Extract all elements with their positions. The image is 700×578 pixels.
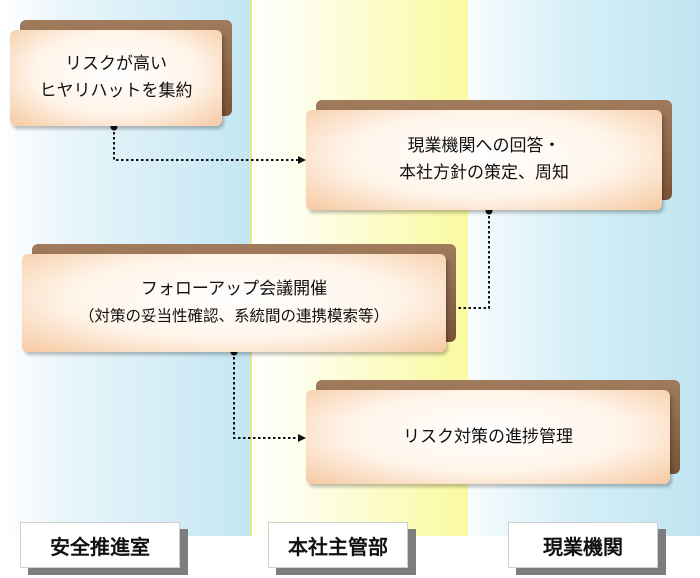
box-progress-line1: リスク対策の進捗管理 bbox=[403, 426, 573, 447]
box-reply-line2: 本社方針の策定、周知 bbox=[399, 163, 569, 183]
box-reply-and-policy: 現業機関への回答・ 本社方針の策定、周知 bbox=[306, 100, 672, 210]
arrow-collect-to-reply bbox=[110, 123, 306, 164]
box-progress-management: リスク対策の進捗管理 bbox=[306, 380, 680, 484]
lane-label-head-office-dept: 本社主管部 bbox=[268, 522, 416, 575]
lane-label-safety-office: 安全推進室 bbox=[20, 522, 188, 575]
lane-label-head-office-dept-text: 本社主管部 bbox=[268, 522, 408, 568]
lane-label-field-organization-text: 現業機関 bbox=[508, 522, 658, 568]
box-collect-near-misses: リスクが高い ヒヤリハットを集約 bbox=[10, 20, 232, 126]
box-followup-line2: （対策の妥当性確認、系統間の連携模索等） bbox=[78, 307, 389, 325]
box-reply-line1: 現業機関への回答・ bbox=[407, 136, 561, 156]
box-collect-line2: ヒヤリハットを集約 bbox=[39, 81, 193, 101]
arrow-followup-to-progress bbox=[230, 348, 306, 442]
box-collect-line1: リスクが高い bbox=[65, 54, 167, 74]
box-followup-meeting: フォローアップ会議開催 （対策の妥当性確認、系統間の連携模索等） bbox=[22, 244, 456, 352]
lane-label-safety-office-text: 安全推進室 bbox=[20, 522, 180, 568]
lane-label-field-organization: 現業機関 bbox=[508, 522, 666, 575]
box-followup-line1: フォローアップ会議開催 bbox=[140, 279, 328, 299]
